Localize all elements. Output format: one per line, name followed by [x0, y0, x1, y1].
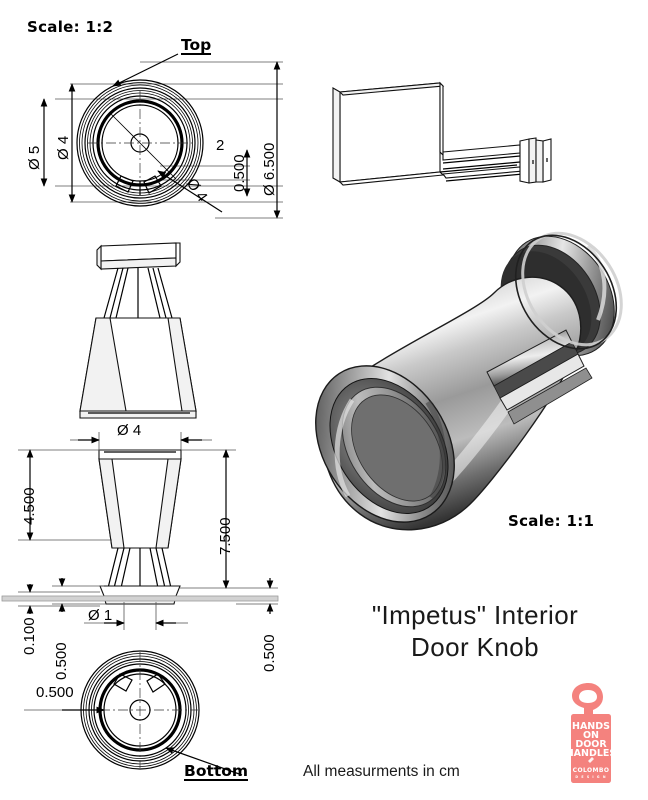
bottom-view-geometry	[24, 650, 243, 776]
view-label-bottom: Bottom	[184, 762, 249, 782]
logo-line-3: DOOR	[575, 739, 607, 750]
knob-3d-render	[315, 231, 623, 531]
dim-bottom-0500: 0.500	[36, 684, 74, 701]
logo-mark-icon	[588, 757, 594, 763]
drawing-title-line2: Door Knob	[411, 631, 539, 662]
front-view-geometry	[1, 432, 279, 630]
logo-brand-sub: D E S I G N	[575, 775, 606, 779]
side-elevation-upper	[79, 242, 197, 419]
dim-top-dia6500: Ø 6.500	[261, 142, 278, 196]
logo-line-4: HANDLES	[566, 748, 616, 759]
dim-front-4500: 4.500	[21, 487, 38, 525]
drawing-title: "Impetus" Interior Door Knob	[330, 600, 620, 663]
brand-logo: HANDS ON DOOR HANDLES COLOMBO D E S I G …	[560, 681, 616, 786]
dim-front-0500-right: 0.500	[261, 634, 278, 672]
drawing-title-line1: "Impetus" Interior	[371, 600, 579, 630]
dim-front-dia1: Ø 1	[88, 607, 113, 624]
logo-brand: COLOMBO	[573, 767, 610, 774]
dim-top-two: 2	[216, 137, 225, 154]
logo-line-2: ON	[583, 730, 599, 741]
dim-top-0500: 0.500	[231, 154, 248, 192]
dim-top-dia4: Ø 4	[55, 135, 72, 160]
dim-front-0100: 0.100	[21, 617, 38, 655]
top-view-geometry	[40, 53, 283, 219]
dim-front-dia4: Ø 4	[117, 422, 142, 439]
wireframe-iso-view	[332, 81, 552, 186]
scale-label-views: Scale: 1:2	[27, 18, 114, 36]
scale-label-render: Scale: 1:1	[508, 512, 595, 530]
dim-top-dia5: Ø 5	[26, 145, 43, 170]
view-label-top: Top	[181, 36, 212, 56]
dim-front-0500-left: 0.500	[53, 642, 70, 680]
dim-front-7500: 7.500	[217, 517, 234, 555]
units-note: All measurments in cm	[303, 763, 460, 780]
logo-line-1: HANDS	[572, 721, 610, 732]
door-hanger-logo-icon: HANDS ON DOOR HANDLES COLOMBO D E S I G …	[566, 683, 616, 783]
